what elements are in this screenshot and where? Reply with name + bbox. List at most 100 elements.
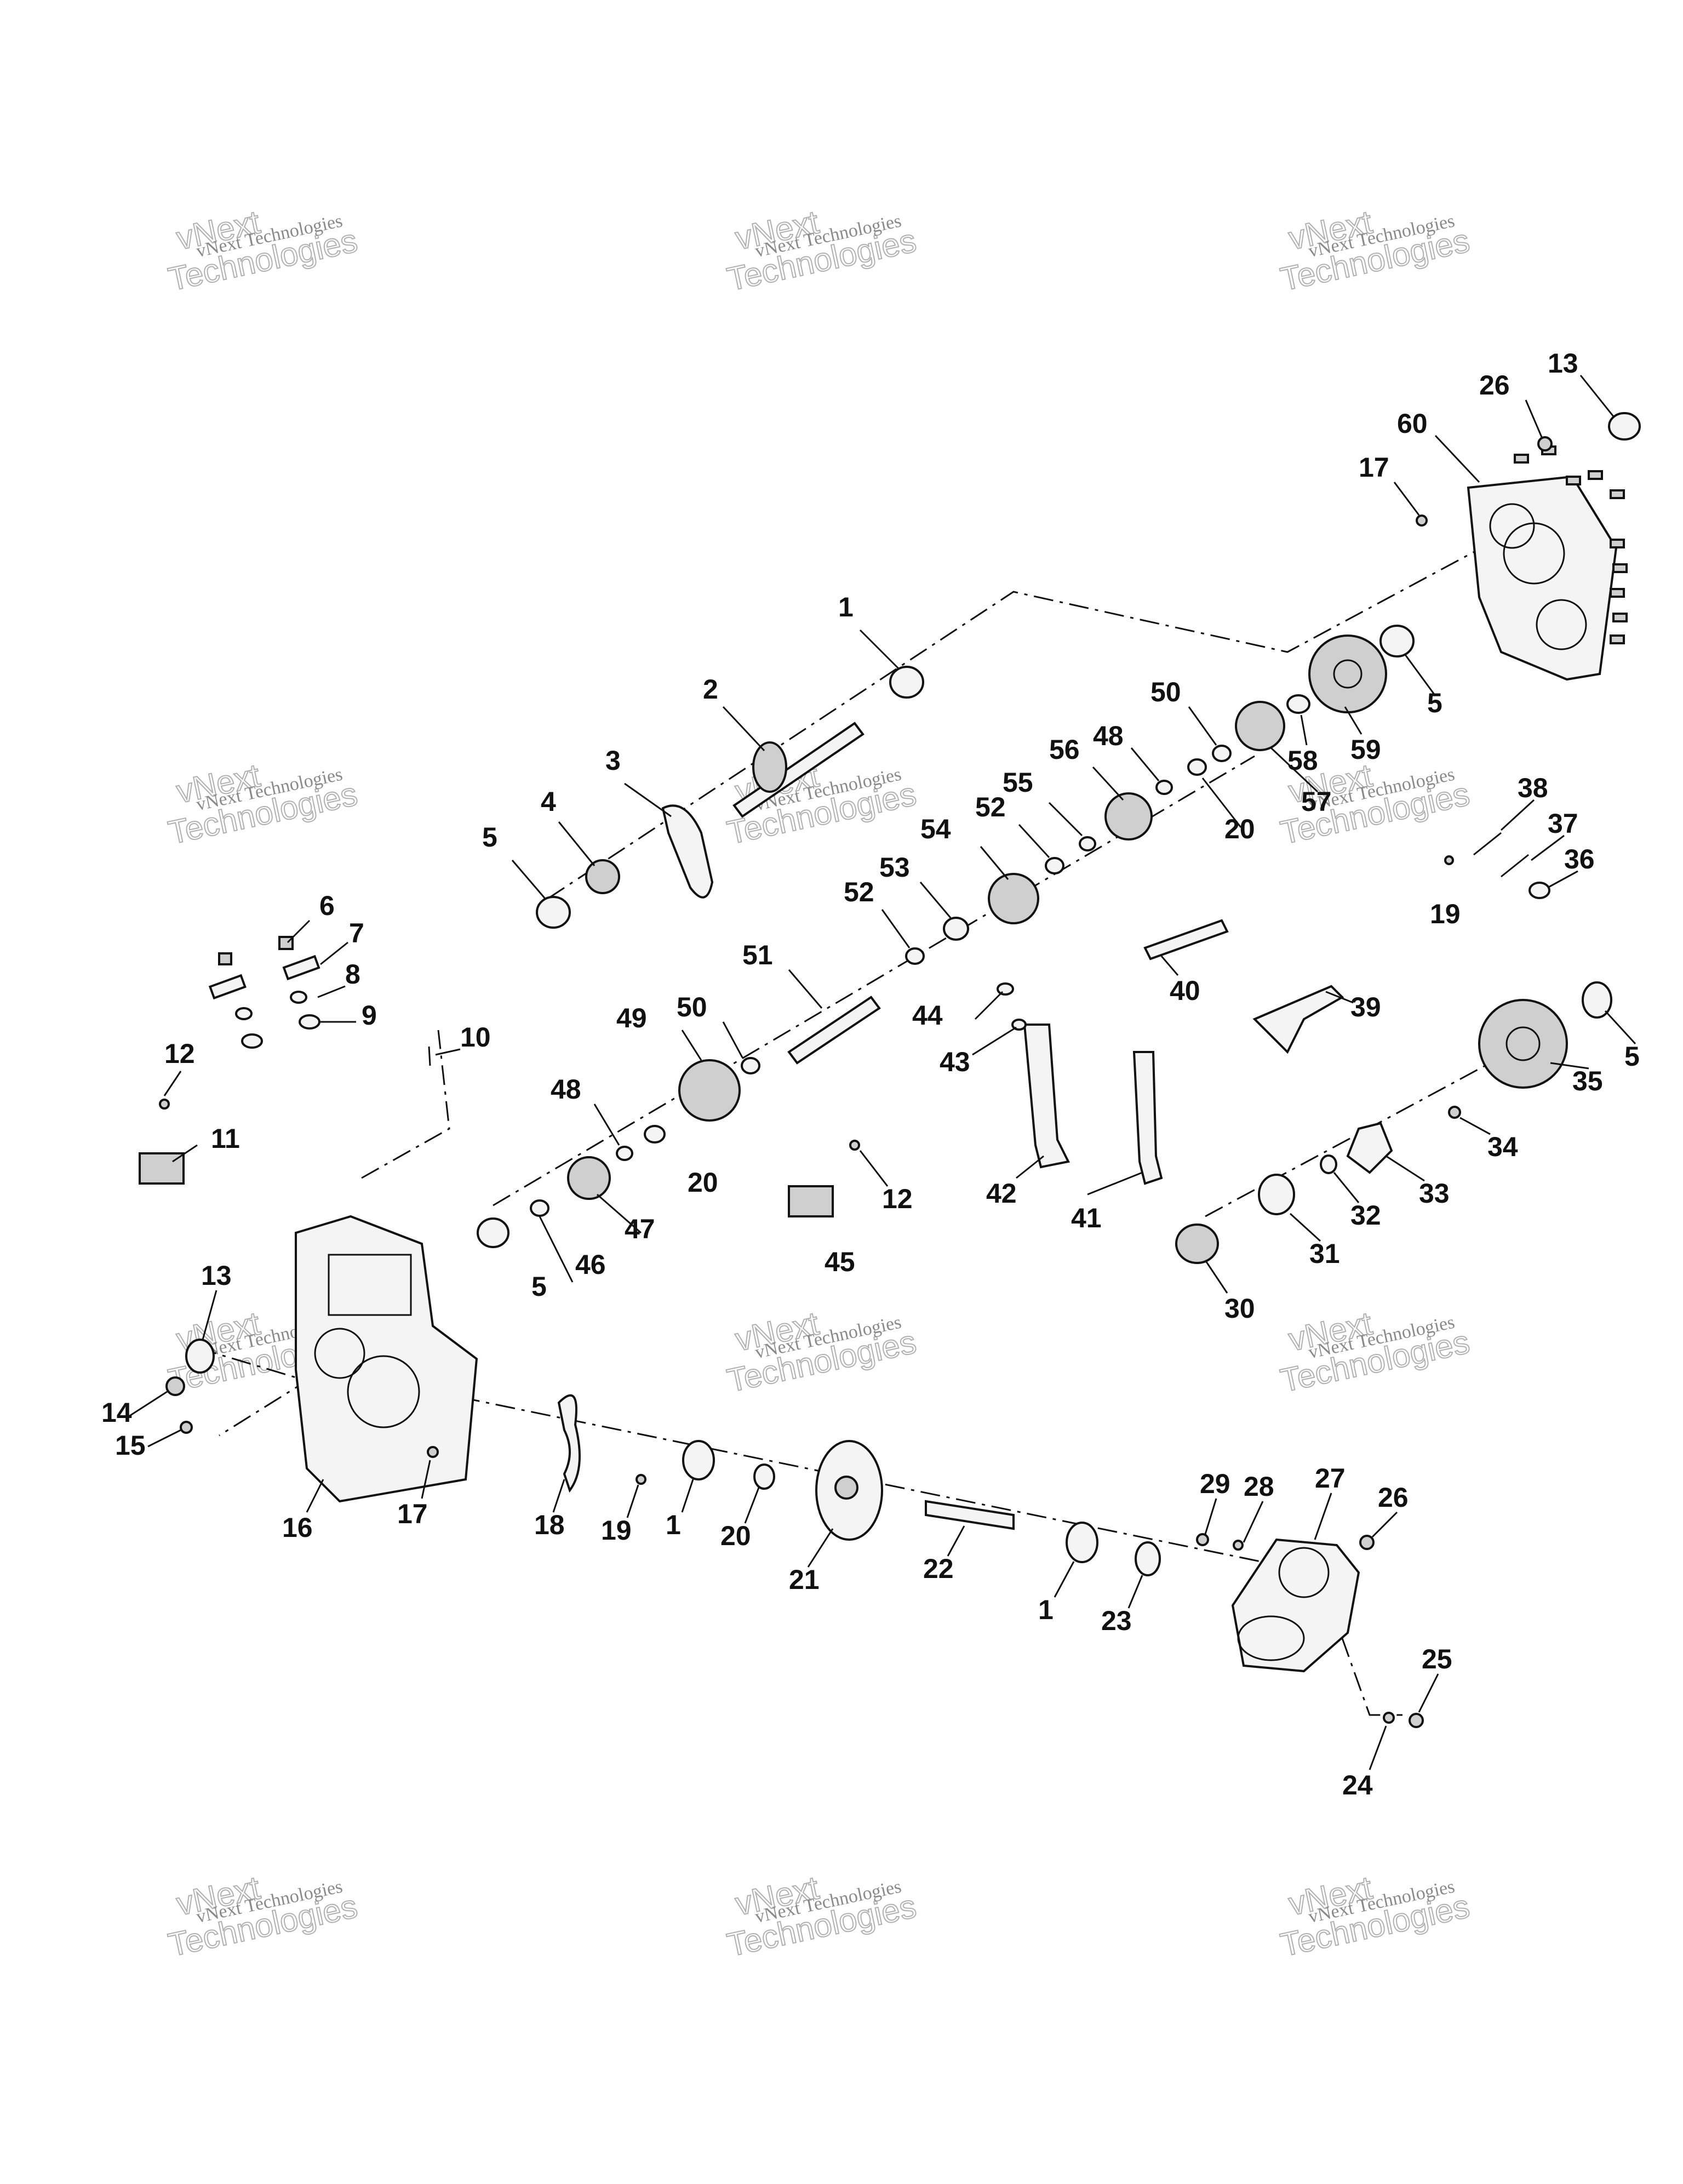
callout-32: 32 bbox=[1350, 1200, 1381, 1231]
callout-26: 26 bbox=[1479, 370, 1510, 401]
watermark: vNext Technologies vNext Technologies bbox=[164, 756, 361, 851]
sensor-45 bbox=[788, 1185, 834, 1217]
callout-20: 20 bbox=[720, 1520, 751, 1551]
shift-fork-40 bbox=[1143, 919, 1229, 960]
callout-54: 54 bbox=[920, 814, 951, 844]
callouts: 1 2 3 4 5 5 6 7 8 9 10 11 12 12 13 13 14… bbox=[101, 348, 1640, 1800]
pin-12-left bbox=[159, 1099, 170, 1110]
shaft-51 bbox=[787, 996, 881, 1065]
callout-1: 1 bbox=[666, 1510, 681, 1540]
callout-37: 37 bbox=[1548, 808, 1578, 839]
callout-6: 6 bbox=[319, 890, 335, 921]
gear-case-cover bbox=[1467, 475, 1618, 681]
watermark: vNext Technologies vNext Technologies bbox=[1276, 203, 1473, 298]
callout-50: 50 bbox=[1150, 677, 1181, 707]
pin-19-lower bbox=[636, 1474, 646, 1485]
callout-36: 36 bbox=[1564, 844, 1595, 874]
seal-13-left bbox=[185, 1339, 215, 1374]
hub-30 bbox=[1175, 1224, 1219, 1264]
callout-10: 10 bbox=[460, 1022, 491, 1053]
bolt-14 bbox=[165, 1376, 185, 1396]
plate-33 bbox=[1346, 1122, 1393, 1174]
ring-48-lower bbox=[616, 1146, 633, 1161]
callout-29: 29 bbox=[1200, 1468, 1230, 1499]
callout-1: 1 bbox=[838, 592, 854, 622]
lower-shaft-axis bbox=[460, 1396, 1288, 1568]
bolt-26-top bbox=[1537, 436, 1553, 451]
pin-19-right bbox=[1444, 855, 1454, 865]
callout-8: 8 bbox=[345, 959, 360, 990]
callout-49: 49 bbox=[616, 1003, 647, 1033]
ring-23 bbox=[1135, 1541, 1161, 1576]
callout-53: 53 bbox=[879, 852, 910, 883]
callout-17: 17 bbox=[397, 1499, 428, 1529]
callout-22: 22 bbox=[923, 1553, 954, 1584]
output-shaft-22 bbox=[925, 1500, 1015, 1530]
callout-5: 5 bbox=[1427, 688, 1442, 718]
callout-19: 19 bbox=[601, 1515, 632, 1546]
watermark: vNext Technologies vNext Technologies bbox=[164, 203, 361, 298]
callout-31: 31 bbox=[1309, 1238, 1340, 1269]
callout-3: 3 bbox=[605, 745, 621, 776]
callout-4: 4 bbox=[541, 786, 556, 817]
washer-58 bbox=[1286, 694, 1310, 714]
plug-17-top bbox=[1416, 514, 1428, 527]
callout-58: 58 bbox=[1287, 745, 1318, 776]
callout-55: 55 bbox=[1003, 767, 1033, 798]
callout-12: 12 bbox=[882, 1184, 913, 1214]
callout-57: 57 bbox=[1301, 786, 1332, 817]
gear-54 bbox=[988, 873, 1039, 924]
bearing-5-mid bbox=[477, 1217, 510, 1248]
bearing-5-top bbox=[1379, 625, 1415, 658]
case-axis bbox=[361, 1030, 450, 1179]
callout-17: 17 bbox=[1359, 452, 1389, 483]
callout-30: 30 bbox=[1224, 1293, 1255, 1324]
callout-5: 5 bbox=[482, 822, 497, 853]
gear-56 bbox=[1104, 792, 1153, 841]
ring-55 bbox=[1079, 836, 1096, 851]
spring-37 bbox=[1501, 854, 1529, 878]
callout-7: 7 bbox=[349, 918, 364, 948]
right-shaft-axis bbox=[1205, 1062, 1491, 1217]
callout-44: 44 bbox=[912, 1000, 943, 1031]
clip-44 bbox=[997, 982, 1014, 996]
callout-60: 60 bbox=[1397, 408, 1428, 439]
linkage-parts bbox=[208, 936, 320, 1049]
callout-51: 51 bbox=[742, 940, 773, 970]
shift-rod-42 bbox=[1023, 1024, 1070, 1169]
seal-13-top bbox=[1608, 412, 1641, 441]
callout-47: 47 bbox=[625, 1214, 655, 1244]
bolt-34 bbox=[1448, 1106, 1461, 1119]
callout-20: 20 bbox=[1224, 814, 1255, 844]
callout-38: 38 bbox=[1518, 773, 1548, 803]
gear-35 bbox=[1478, 999, 1568, 1089]
callout-13: 13 bbox=[1548, 348, 1578, 379]
leader-lines bbox=[128, 375, 1636, 1770]
callout-56: 56 bbox=[1049, 734, 1080, 765]
input-shaft-2 bbox=[732, 722, 865, 818]
callout-24: 24 bbox=[1342, 1770, 1373, 1800]
gear-47 bbox=[567, 1156, 611, 1200]
callout-42: 42 bbox=[986, 1178, 1017, 1209]
callout-25: 25 bbox=[1422, 1644, 1452, 1674]
shift-rod-41 bbox=[1132, 1051, 1163, 1185]
washer-20-mid bbox=[644, 1125, 666, 1144]
watermark: vNext Technologies vNext Technologies bbox=[1276, 1304, 1473, 1399]
callout-5: 5 bbox=[1624, 1041, 1640, 1072]
bearing-31 bbox=[1258, 1174, 1295, 1215]
callout-33: 33 bbox=[1419, 1178, 1450, 1209]
callout-48: 48 bbox=[551, 1074, 581, 1105]
upper-shaft-axis bbox=[547, 530, 1513, 900]
washer-24 bbox=[1383, 1712, 1395, 1724]
callout-50: 50 bbox=[677, 992, 707, 1022]
callout-27: 27 bbox=[1315, 1463, 1346, 1494]
callout-19: 19 bbox=[1430, 899, 1461, 929]
washer-15 bbox=[180, 1421, 193, 1434]
callout-34: 34 bbox=[1487, 1131, 1518, 1162]
bolt-26-lower bbox=[1359, 1535, 1375, 1550]
callout-48: 48 bbox=[1093, 721, 1124, 751]
bolt-36 bbox=[1529, 882, 1550, 899]
washer-20-lower bbox=[753, 1463, 775, 1490]
gear-59 bbox=[1308, 634, 1387, 713]
gear-49 bbox=[678, 1059, 741, 1122]
